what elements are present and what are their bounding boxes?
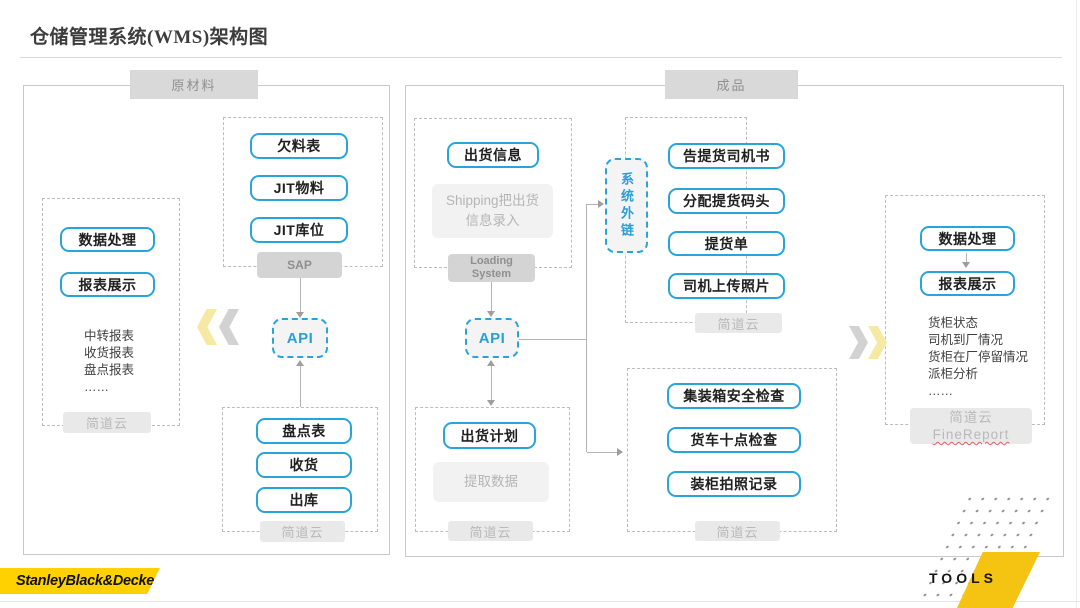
page-title: 仓储管理系统(WMS)架构图: [30, 27, 269, 48]
connector-line: [491, 364, 492, 404]
node-inventory-table: 盘点表: [256, 418, 352, 444]
arrow-down-icon: [296, 312, 304, 318]
stanley-black-decker-logo: StanleyBlack&Decker: [0, 568, 160, 594]
node-container-safety-check: 集装箱安全检查: [667, 383, 801, 409]
raw-report-list-item: 盘点报表: [84, 363, 135, 377]
jiandaoyun-tag-line: 简道云: [949, 410, 993, 425]
finished-report-list-item: 派柜分析: [928, 367, 979, 381]
finished-report-list-item: 司机到厂情况: [928, 333, 1004, 347]
shipping-note: Shipping把出货 信息录入: [432, 184, 553, 238]
finished-report-list-item: 货柜在厂停留情况: [928, 350, 1029, 364]
node-report-display-finished: 报表展示: [920, 271, 1015, 296]
raw-materials-panel-label: 原材料: [130, 70, 258, 99]
loading-system-tag-line: System: [471, 268, 512, 280]
connector-line: [586, 204, 587, 452]
node-truck-ten-point-check: 货车十点检查: [667, 427, 801, 453]
node-outbound: 出库: [256, 487, 352, 513]
finereport-tag-line: FineReport: [932, 427, 1010, 442]
node-jit-material: JIT物料: [250, 175, 348, 201]
node-report-display-raw: 报表展示: [60, 272, 155, 297]
loading-system-tag: Loading System: [448, 254, 535, 282]
node-shipping-plan: 出货计划: [443, 422, 536, 449]
plan-note: 提取数据: [433, 462, 549, 502]
node-receiving: 收货: [256, 452, 352, 478]
finished-report-list-item: 货柜状态: [928, 316, 979, 330]
jiandaoyun-finereport-tag: 简道云 FineReport: [910, 408, 1032, 444]
jiandaoyun-tag: 简道云: [63, 412, 151, 433]
chevron-right-icon: [868, 326, 887, 359]
shipping-note-line: Shipping把出货: [445, 193, 540, 208]
raw-report-list-item: 收货报表: [84, 346, 135, 360]
node-data-processing-raw: 数据处理: [60, 227, 155, 252]
loading-system-tag-line: Loading: [470, 255, 513, 267]
chevron-left-icon: [197, 309, 217, 345]
chevron-left-icon: [219, 309, 239, 345]
node-driver-photo: 司机上传照片: [668, 273, 785, 299]
brand-text: StanleyBlack&Decker: [16, 573, 160, 589]
arrow-up-icon: [487, 360, 495, 366]
raw-report-list-item: 中转报表: [84, 329, 135, 343]
node-data-processing-finished: 数据处理: [920, 226, 1015, 251]
jiandaoyun-tag: 简道云: [448, 521, 533, 541]
finished-goods-panel-label: 成品: [665, 70, 798, 99]
node-loading-photo-record: 装柜拍照记录: [667, 471, 801, 497]
connector-line: [300, 364, 301, 407]
node-driver-notice: 告提货司机书: [668, 143, 785, 169]
arrow-right-icon: [598, 200, 604, 208]
slide-edge-line: [1076, 0, 1077, 608]
connector-line: [491, 282, 492, 316]
title-divider: [20, 57, 1062, 58]
footer-divider: [0, 601, 1080, 602]
sap-tag: SAP: [257, 252, 342, 278]
api-node-finished: API: [465, 318, 519, 358]
raw-report-list-item: ……: [84, 380, 109, 394]
jiandaoyun-tag: 简道云: [260, 521, 345, 542]
connector-line: [966, 253, 967, 266]
api-node-raw: API: [272, 318, 328, 358]
node-shipping-info: 出货信息: [447, 142, 539, 168]
connector-line: [300, 278, 301, 316]
arrow-down-icon: [487, 400, 495, 406]
arrow-down-icon: [487, 311, 495, 317]
connector-line: [519, 339, 587, 340]
arrow-down-icon: [962, 262, 970, 268]
shipping-note-line: 信息录入: [465, 213, 520, 228]
node-pickup-slip: 提货单: [668, 231, 785, 256]
connector-line: [587, 452, 618, 453]
arrow-right-icon: [617, 448, 623, 456]
external-link-node: 系统外链: [605, 158, 648, 253]
tools-logo-text: TOOLS: [929, 570, 997, 586]
node-jit-location: JIT库位: [250, 217, 348, 243]
raw-report-list: 中转报表 收货报表 盘点报表 ……: [84, 328, 134, 396]
connector-line: [587, 204, 599, 205]
chevron-right-icon: [849, 326, 868, 359]
finished-report-list-item: ……: [928, 384, 953, 398]
jiandaoyun-tag: 简道云: [695, 521, 780, 541]
finished-report-list: 货柜状态 司机到厂情况 货柜在厂停留情况 派柜分析 ……: [928, 315, 1028, 400]
jiandaoyun-tag: 简道云: [695, 313, 782, 333]
node-shortage-table: 欠料表: [250, 133, 348, 159]
arrow-up-icon: [296, 360, 304, 366]
node-dock-assign: 分配提货码头: [668, 188, 785, 214]
